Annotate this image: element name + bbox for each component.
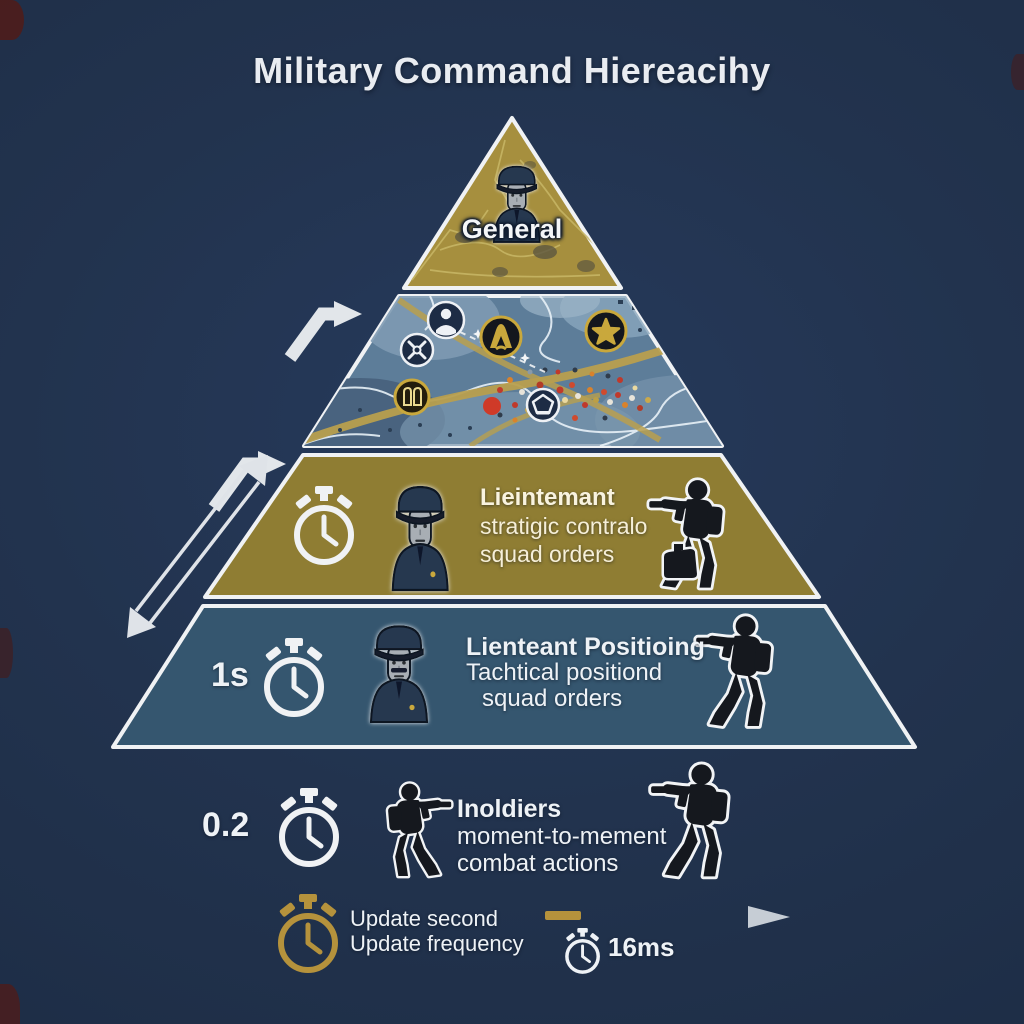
stopwatch-small-icon: [564, 926, 602, 974]
officer-mustache-portrait-icon: [369, 625, 429, 724]
tactical-line3: squad orders: [482, 685, 623, 712]
legend-duration: 16ms: [608, 932, 675, 962]
tier-strategic-text: Lieintemant stratigic contralo squad ord…: [480, 484, 647, 568]
old-map-texture: [411, 139, 601, 281]
tier-map: [302, 294, 724, 448]
legend-line2: Update frequency: [350, 931, 524, 956]
tactical-heading: Lienteant Positioing: [466, 633, 705, 661]
tier-tactical-text: Lienteant Positioing Tachtical positiond…: [466, 634, 705, 712]
tactical-line2: Tachtical positiond: [466, 659, 663, 686]
bent-arrow-icon: [290, 301, 362, 358]
building-badge: [393, 378, 431, 416]
legend-gold-dash: [545, 911, 581, 920]
soldiers-update-time: 0.2: [202, 806, 250, 844]
map-red-marker: [483, 397, 501, 415]
legend-line1: Update second: [350, 906, 498, 931]
stopwatch-gold-icon: [279, 894, 337, 970]
tactical-update-time: 1s: [211, 656, 249, 694]
tier-general-label: General: [461, 214, 563, 244]
page-title: Military Command Hiereacihy: [253, 50, 771, 91]
strategic-line2: stratigic contralo: [480, 513, 648, 539]
officer-badge: [426, 300, 466, 340]
legend-text: Update second Update frequency: [350, 906, 524, 956]
legend-arrow-icon: [600, 906, 790, 928]
strategic-line3: squad orders: [480, 541, 615, 567]
strategic-heading: Lieintemant: [480, 484, 615, 511]
alpha-badge: [479, 315, 523, 359]
soldiers-line2: moment-to-mement: [457, 823, 667, 850]
pentagon-badge: [525, 387, 561, 423]
compass-badge: [399, 332, 435, 368]
soldiers-heading: Inoldiers: [457, 795, 562, 823]
double-arrow-icon: [127, 455, 268, 638]
soldiers-row-text: Inoldiers moment-to-mement combat action…: [457, 795, 667, 878]
star-badge: [584, 309, 628, 353]
soldier-silhouette-icon: [388, 784, 451, 876]
stopwatch-icon: [280, 788, 338, 864]
soldiers-line3: combat actions: [457, 850, 619, 877]
